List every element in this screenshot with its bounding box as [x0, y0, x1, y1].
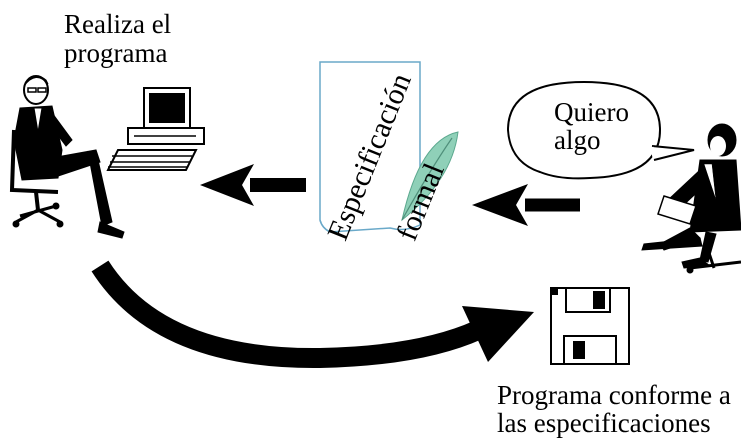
specification-document-icon [319, 61, 421, 233]
result-line2: las especificaciones [497, 408, 711, 438]
programmer-label-line2: programa [64, 38, 168, 68]
bubble-line1: Quiero [554, 97, 629, 127]
bubble-text: Quiero algo [554, 98, 629, 154]
programmer-label-line1: Realiza el [64, 9, 172, 39]
programmer-label: Realiza el programa [64, 10, 171, 68]
arrow-left-icon [200, 164, 306, 206]
curved-arrow-icon [91, 260, 534, 369]
result-label: Programa conforme a las especificaciones [497, 381, 731, 437]
quill-feather-icon [401, 131, 459, 222]
programmer-figure-icon [9, 75, 125, 239]
computer-icon [106, 87, 205, 171]
result-line1: Programa conforme a [497, 380, 731, 410]
arrow-left-icon [472, 184, 580, 226]
bubble-line2: algo [554, 125, 601, 155]
speech-bubble-icon [506, 80, 695, 180]
specification-text: Especificación formal [321, 64, 451, 245]
client-figure-icon [641, 123, 741, 274]
floppy-disk-icon [550, 287, 630, 365]
